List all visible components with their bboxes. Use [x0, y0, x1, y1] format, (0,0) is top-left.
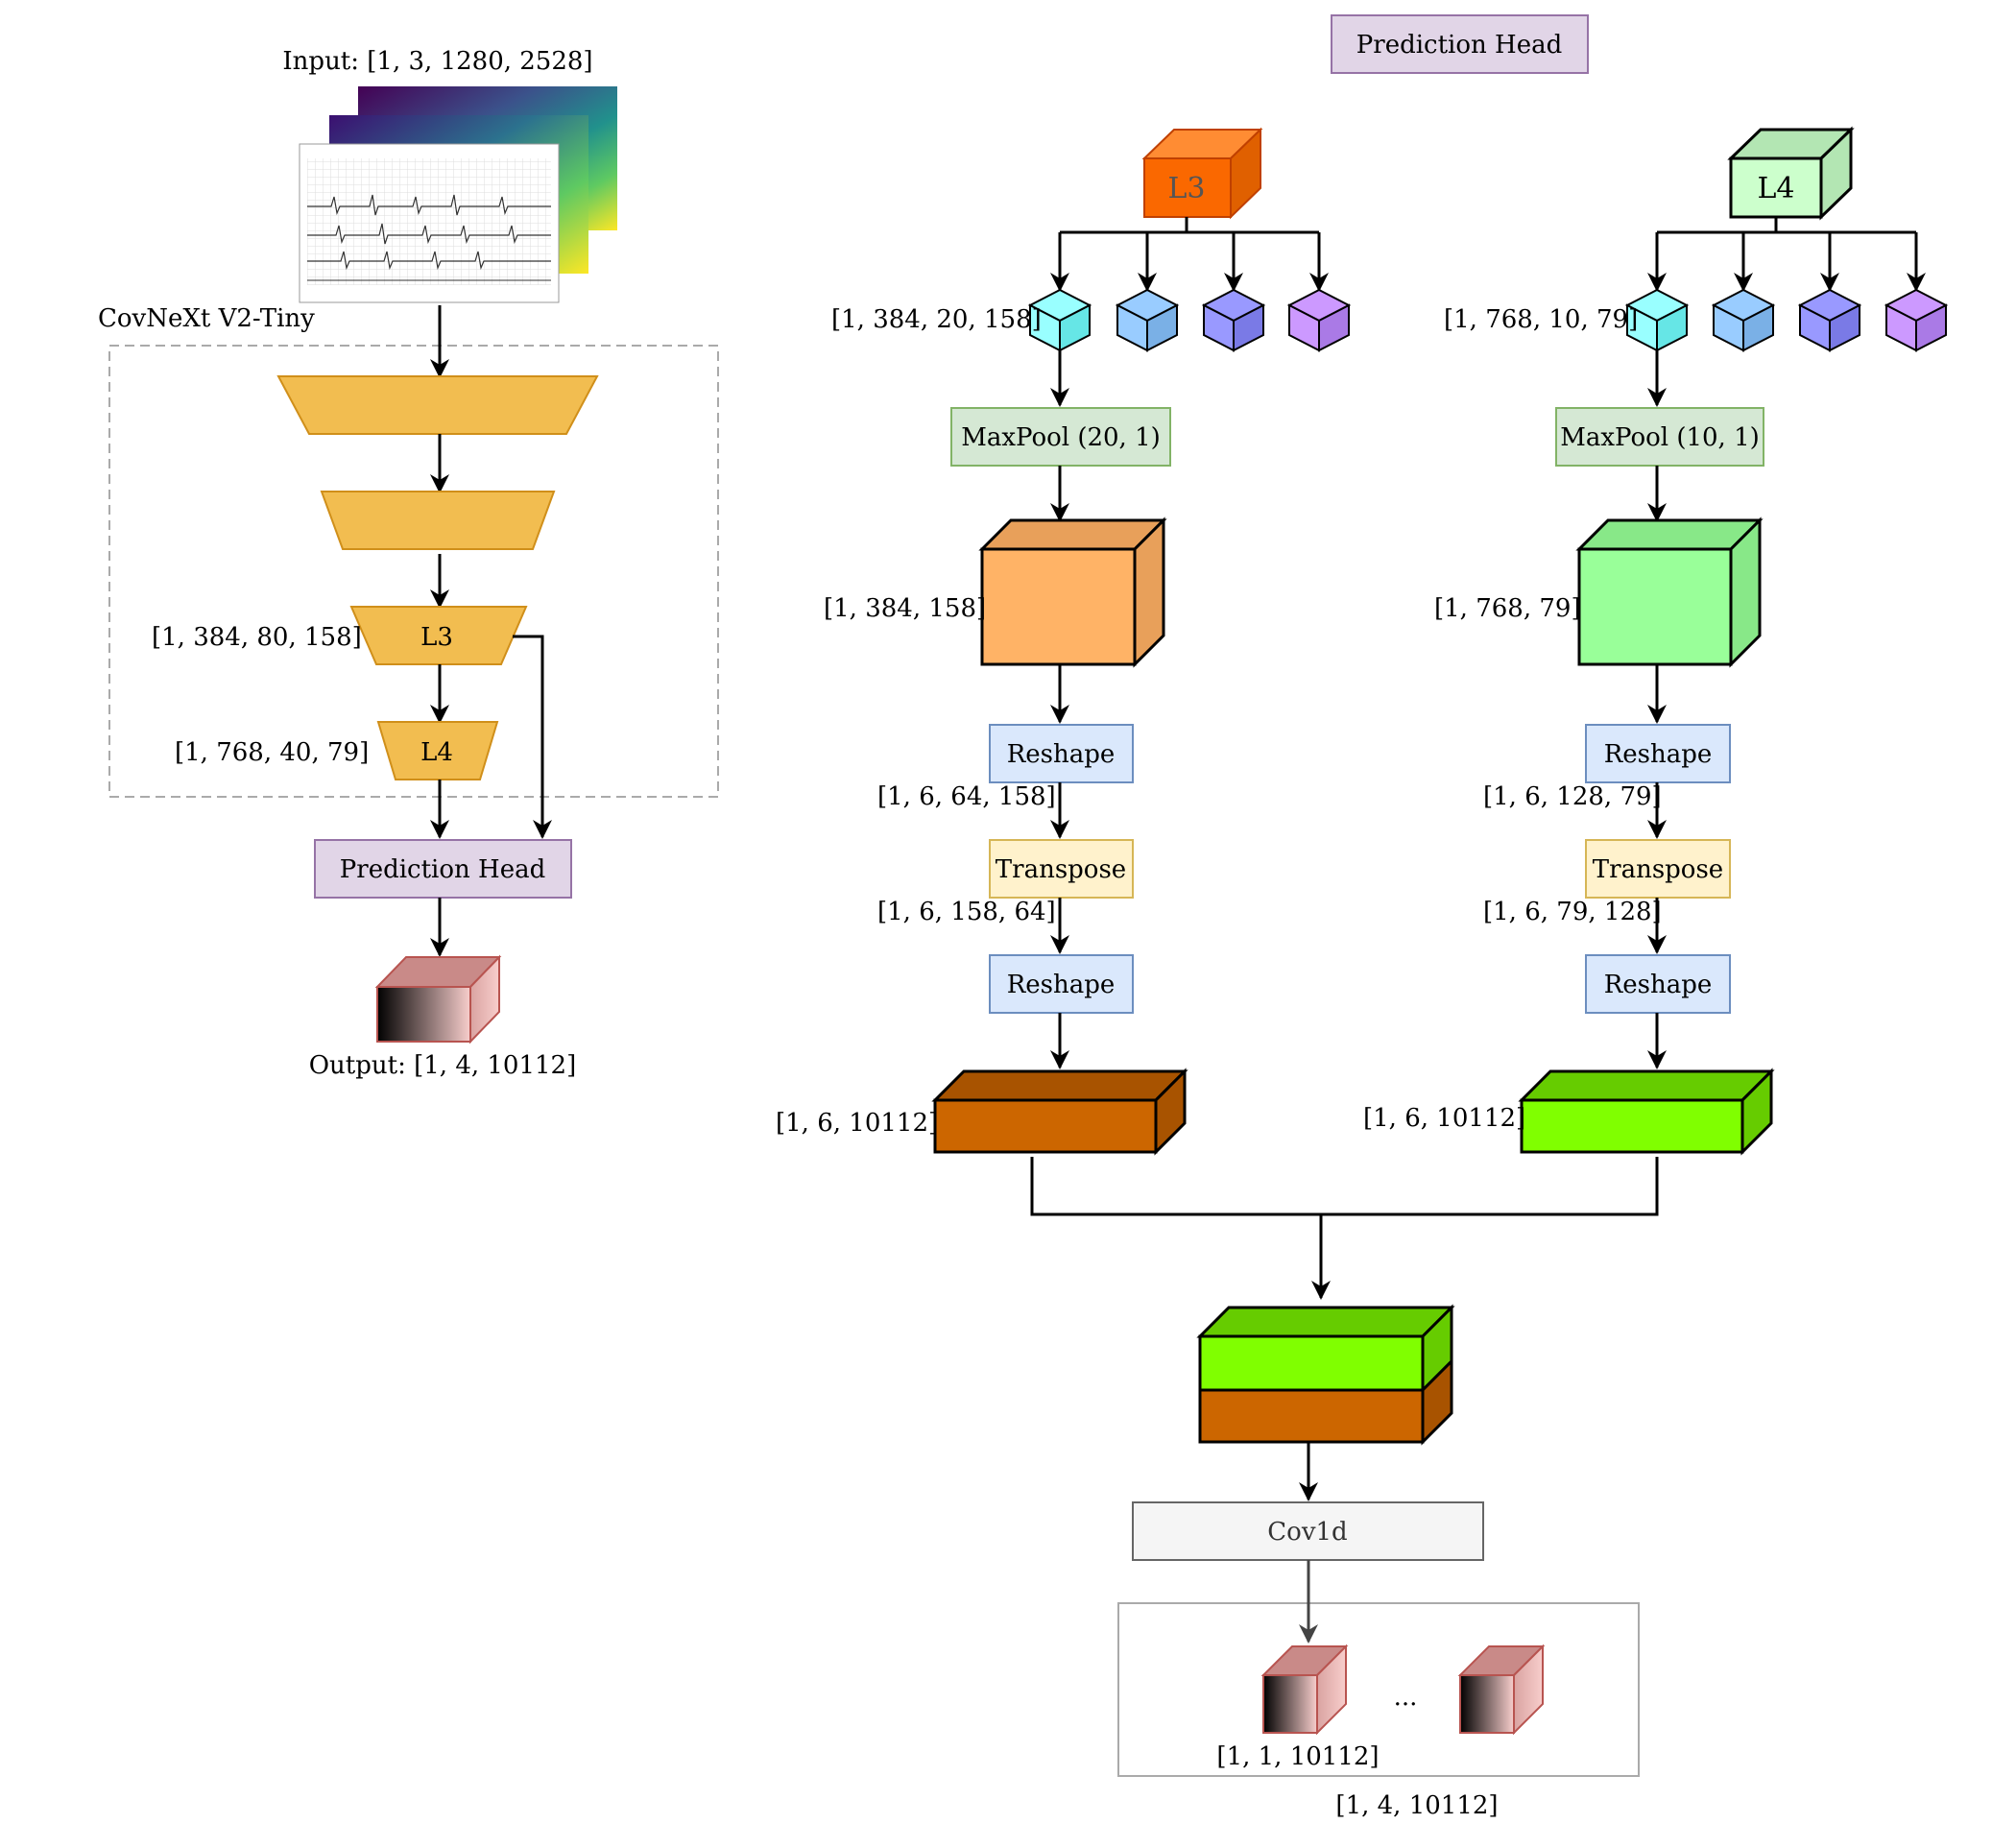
- l3-reshape2-label: Reshape: [1007, 971, 1116, 999]
- l3-pooled-cube: [978, 516, 1167, 668]
- backbone-stage-1: [276, 375, 599, 435]
- l3-split-lines: [1058, 217, 1321, 288]
- outputs-ellipsis: ...: [1394, 1683, 1418, 1712]
- stage-l3-label: L3: [420, 623, 453, 652]
- l3-reshape2-box: [989, 954, 1134, 1014]
- prediction-head-title-box: [1331, 14, 1589, 74]
- l3-maxpool-label: MaxPool (20, 1): [961, 423, 1161, 452]
- backbone-stage-l4: [376, 721, 499, 780]
- l4-split-lines: [1655, 217, 1918, 288]
- prediction-head-title: Prediction Head: [1356, 31, 1562, 60]
- stage-l4-label: L4: [420, 738, 453, 767]
- concatenated-stack: [1196, 1304, 1455, 1446]
- merge-connector: [1030, 1157, 1659, 1216]
- prediction-head-left-label: Prediction Head: [340, 855, 545, 884]
- l3-reshape1-label: Reshape: [1007, 740, 1116, 769]
- l3-split-cube-4: [1286, 288, 1352, 352]
- l3-transpose-shape: [1, 6, 158, 64]: [877, 898, 1056, 926]
- l4-split-cube-4: [1884, 288, 1949, 352]
- l3-cube-label: L3: [1167, 172, 1205, 205]
- backbone-stage-l3: [349, 606, 528, 665]
- branch-l3: L3 [1, 384, 20, 158] MaxPo: [776, 127, 1352, 1156]
- l4-reshape2-label: Reshape: [1604, 971, 1713, 999]
- l4-transpose-box: [1585, 839, 1731, 899]
- l3-transpose-label: Transpose: [996, 855, 1126, 884]
- l4-split-cube-2: [1711, 288, 1776, 352]
- l4-transpose-shape: [1, 6, 79, 128]: [1483, 898, 1662, 926]
- conv1d-label: Cov1d: [1267, 1518, 1347, 1547]
- l4-split-cube-3: [1797, 288, 1862, 352]
- input-ecg-image: [299, 143, 560, 303]
- l3-reshape1-shape: [1, 6, 64, 158]: [877, 782, 1056, 811]
- l4-reshape1-label: Reshape: [1604, 740, 1713, 769]
- arrow-l3-skip-to-head: [513, 635, 552, 839]
- stage-l3-shape: [1, 384, 80, 158]: [152, 623, 362, 652]
- output-cube-left: [374, 954, 502, 1044]
- l3-split-cube-2: [1115, 288, 1180, 352]
- l3-reshape1-box: [989, 724, 1134, 783]
- l3-transpose-box: [989, 839, 1134, 899]
- l4-source-cube: L4: [1727, 126, 1855, 221]
- l4-split-shape: [1, 768, 10, 79]: [1444, 305, 1638, 334]
- l4-pooled-shape: [1, 768, 79]: [1434, 594, 1581, 623]
- output-single-shape: [1, 1, 10112]: [1216, 1742, 1379, 1771]
- l3-split-cube-1: [1027, 288, 1092, 352]
- l3-maxpool-box: [950, 407, 1171, 467]
- l3-split-cube-3: [1201, 288, 1266, 352]
- branch-l4: L4 [1, 768, 10, 79] MaxPoo: [1363, 126, 1949, 1156]
- stage-l4-shape: [1, 768, 40, 79]: [175, 738, 369, 767]
- l3-source-cube: L3: [1141, 127, 1263, 220]
- l4-out-shape: [1, 6, 10112]: [1363, 1104, 1525, 1133]
- l3-output-slab: [931, 1068, 1188, 1156]
- output-cube-4: [1457, 1644, 1546, 1736]
- l4-split-cube-1: [1624, 288, 1690, 352]
- input-section: Input: [1, 3, 1280, 2528]: [282, 47, 617, 303]
- l4-cube-label: L4: [1757, 172, 1794, 205]
- l3-out-shape: [1, 6, 10112]: [776, 1109, 938, 1138]
- output-total-shape: [1, 4, 10112]: [1335, 1791, 1498, 1820]
- l4-transpose-label: Transpose: [1593, 855, 1723, 884]
- l3-split-shape: [1, 384, 20, 158]: [831, 305, 1042, 334]
- backbone-title: CovNeXt V2-Tiny: [98, 304, 315, 333]
- l4-maxpool-label: MaxPool (10, 1): [1560, 423, 1760, 452]
- l4-output-slab: [1518, 1068, 1775, 1156]
- conv1d-box: [1132, 1501, 1484, 1561]
- l4-maxpool-box: [1555, 407, 1764, 467]
- backbone-container: [108, 345, 719, 798]
- input-label: Input: [1, 3, 1280, 2528]: [282, 47, 592, 76]
- output-cube-1: [1260, 1644, 1349, 1736]
- prediction-head-left: [314, 839, 572, 899]
- l4-pooled-cube: [1575, 516, 1764, 668]
- output-label: Output: [1, 4, 10112]: [309, 1051, 577, 1080]
- backbone-stage-2: [320, 491, 556, 550]
- l3-pooled-shape: [1, 384, 158]: [824, 594, 986, 623]
- l4-reshape1-shape: [1, 6, 128, 79]: [1483, 782, 1662, 811]
